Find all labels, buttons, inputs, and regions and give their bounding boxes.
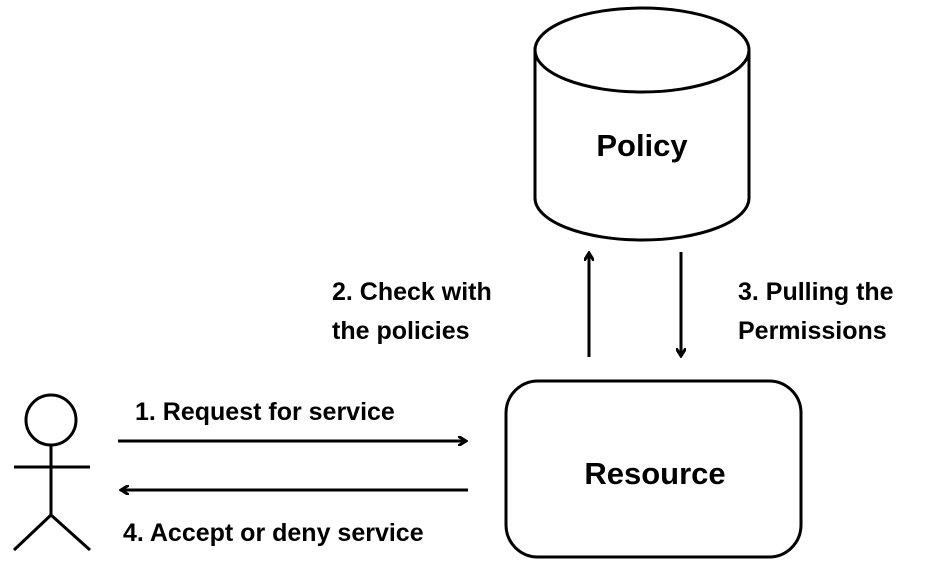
resource-node: Resource: [504, 379, 803, 559]
check-label-line1: 2. Check with: [332, 278, 492, 306]
pull-label-line1: 3. Pulling the: [738, 278, 894, 306]
user-stick-figure: [12, 393, 92, 552]
user-right-leg: [49, 513, 92, 552]
resource-label: Resource: [584, 456, 725, 491]
user-head: [24, 393, 78, 447]
check-label-line2: the policies: [332, 317, 470, 345]
policy-label: Policy: [596, 128, 688, 163]
user-left-leg: [12, 513, 53, 552]
resource-box: [504, 379, 803, 559]
respond-label: 4. Accept or deny service: [123, 519, 424, 547]
policy-cylinder-body: [533, 50, 751, 242]
request-label: 1. Request for service: [135, 398, 395, 426]
policy-cylinder-top: [533, 6, 751, 94]
policy-database: Policy: [533, 6, 751, 242]
pull-label-line2: Permissions: [738, 317, 887, 345]
